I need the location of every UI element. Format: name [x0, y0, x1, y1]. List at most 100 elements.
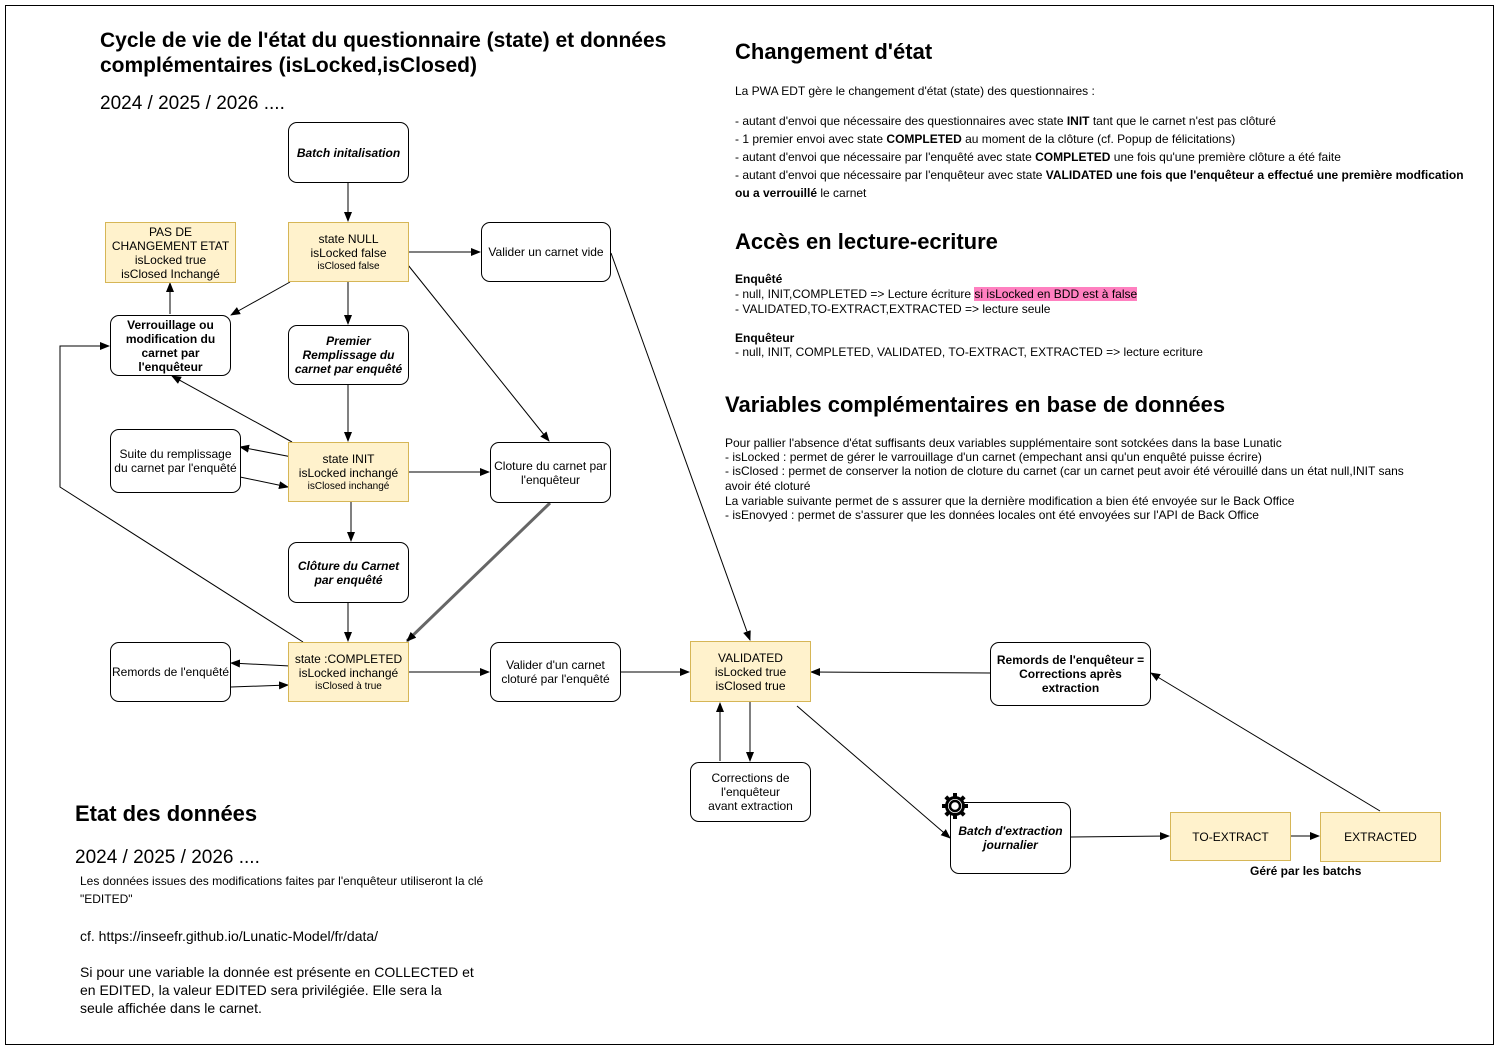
changement-bullet-4-cont: ou a verrouillé le carnet: [735, 186, 867, 200]
node-remords-enqueteur: Remords de l'enquêteur = Corrections apr…: [990, 642, 1151, 706]
node-label: Valider un carnet vide: [488, 245, 604, 259]
arrow-completed-to-verrouillage: [59, 342, 304, 643]
etat-donnees-link: cf. https://inseefr.github.io/Lunatic-Mo…: [80, 928, 379, 944]
node-label: par enquêté: [314, 572, 383, 587]
node-label: isClosed inchangé: [307, 480, 390, 492]
etat-donnees-p3-line2: en EDITED, la valeur EDITED sera privilé…: [80, 982, 442, 998]
arrow-init-to-verrouillage: [171, 375, 293, 443]
node-label: Remords de l'enquêté: [111, 665, 230, 679]
node-label: PAS DE: [148, 224, 193, 239]
node-label: isLocked false: [310, 245, 387, 260]
etat-donnees-years: 2024 / 2025 / 2026 ....: [75, 847, 260, 868]
node-corrections-enqueteur: Corrections de l'enquêteur avant extract…: [690, 762, 811, 822]
node-validated: VALIDATED isLocked true isClosed true: [690, 641, 811, 702]
arrow-extracted-to-remords-enqueteur: [1150, 672, 1381, 812]
node-label: carnet par enquêté: [294, 362, 403, 376]
node-label: Premier: [326, 334, 371, 348]
node-label: Remplissage du: [302, 348, 395, 362]
node-cloture-enqueteur: Cloture du carnet par l'enquêteur: [490, 442, 611, 503]
node-pas-de-changement: PAS DE CHANGEMENT ETAT isLocked true isC…: [105, 222, 236, 283]
node-label: extraction: [1041, 681, 1100, 695]
node-state-init: state INIT isLocked inchangé isClosed in…: [288, 442, 409, 502]
lifecycle-title-line1: Cycle de vie de l'état du questionnaire …: [100, 29, 667, 52]
node-label: l'enquêteur: [720, 785, 780, 799]
node-label: Suite du remplissage: [119, 447, 232, 461]
node-label: Batch initalisation: [296, 145, 401, 160]
node-label: l'enquêteur: [520, 472, 580, 487]
node-label: Verrouillage ou: [127, 317, 214, 332]
changement-intro: La PWA EDT gère le changement d'état (st…: [735, 84, 1095, 98]
gear-icon: [942, 793, 968, 819]
acces-enquete-line1: - null, INIT,COMPLETED => Lecture écritu…: [735, 287, 1138, 301]
arrow-null-to-verrouillage: [230, 281, 291, 316]
gere-par-batchs-label: Géré par les batchs: [1250, 864, 1362, 878]
acces-title: Accès en lecture-ecriture: [735, 229, 998, 254]
node-label: journalier: [983, 838, 1038, 852]
node-label: isLocked true: [134, 252, 207, 267]
changement-bullet-4: - autant d'envoi que nécessaire par l'en…: [735, 168, 1464, 182]
variables-line2: - isLocked : permet de gérer le varrouil…: [725, 450, 1262, 464]
acces-enquete-line2: - VALIDATED,TO-EXTRACT,EXTRACTED => lect…: [735, 302, 1051, 316]
node-cloture-enquete: Clôture du Carnet par enquêté: [288, 542, 409, 603]
arrow-null-to-cloture-enqueteur: [407, 264, 550, 442]
node-verrouillage: Verrouillage ou modification du carnet p…: [110, 315, 231, 376]
node-extracted: EXTRACTED: [1320, 812, 1441, 862]
node-label: cloturé par l'enquêté: [501, 672, 610, 686]
arrow-remords-to-completed: [230, 681, 289, 690]
changement-bullet-2: - 1 premier envoi avec state COMPLETED a…: [735, 132, 1236, 146]
acces-highlight: si isLocked en BDD est à false: [974, 287, 1138, 301]
arrow-validated-to-batch: [796, 705, 951, 839]
node-valider-carnet-vide: Valider un carnet vide: [481, 222, 611, 282]
variables-line6: - isEnovyed : permet de s'assurer que le…: [725, 508, 1259, 522]
node-remords-enquete: Remords de l'enquêté: [110, 642, 231, 702]
node-label: TO-EXTRACT: [1192, 829, 1269, 844]
node-label: isClosed true: [715, 678, 786, 693]
node-label: modification du: [125, 331, 216, 346]
etat-donnees-title: Etat des données: [75, 801, 258, 826]
node-label: state INIT: [322, 451, 375, 466]
node-suite-remplissage: Suite du remplissage du carnet par l'enq…: [110, 429, 241, 493]
arrow-valider-vide-to-validated: [610, 252, 751, 641]
node-label: l'enquêteur: [138, 359, 203, 374]
changement-title: Changement d'état: [735, 39, 933, 64]
arrow-batch-to-toextract: [1070, 832, 1170, 841]
node-label: carnet par: [141, 345, 200, 360]
node-label: isClosed Inchangé: [121, 266, 220, 281]
etat-donnees-p1-line1: Les données issues des modifications fai…: [80, 874, 484, 888]
node-label: isClosed false: [317, 260, 380, 272]
node-label: VALIDATED: [718, 650, 783, 665]
node-label: Batch d'extraction: [958, 824, 1063, 838]
lifecycle-title-line2: complémentaires (isLocked,isClosed): [100, 54, 477, 77]
node-label: Corrections après: [1019, 667, 1122, 681]
node-label: isLocked inchangé: [298, 465, 399, 480]
acces-enqueteur-line1: - null, INIT, COMPLETED, VALIDATED, TO-E…: [735, 345, 1203, 359]
acces-enqueteur-label: Enquêteur: [735, 331, 795, 345]
node-label: du carnet par l'enquêté: [114, 461, 237, 475]
node-label: state NULL: [318, 231, 379, 246]
node-batch-initialisation: Batch initalisation: [288, 122, 409, 183]
variables-line1: Pour pallier l'absence d'état suffisants…: [725, 436, 1282, 450]
variables-title: Variables complémentaires en base de don…: [725, 392, 1226, 417]
node-to-extract: TO-EXTRACT: [1170, 812, 1291, 861]
changement-bullet-1: - autant d'envoi que nécessaire des ques…: [735, 114, 1276, 128]
lifecycle-years: 2024 / 2025 / 2026 ....: [100, 93, 285, 114]
variables-line4: avoir été cloturé: [725, 479, 811, 493]
etat-donnees-p1-line2: "EDITED": [80, 892, 133, 906]
page-frame: [5, 5, 1494, 1045]
node-label: Remords de l'enquêteur =: [996, 653, 1145, 667]
arrow-cloture-enqueteur-to-completed: [405, 501, 552, 643]
node-valider-carnet-cloture: Valider d'un carnet cloturé par l'enquêt…: [490, 642, 621, 702]
node-label: Clôture du Carnet: [297, 558, 400, 573]
node-label: isLocked inchangé: [298, 665, 399, 680]
changement-bullet-3: - autant d'envoi que nécessaire par l'en…: [735, 150, 1341, 164]
arrow-completed-to-remords: [230, 659, 291, 668]
arrow-suite-to-init: [239, 476, 289, 490]
variables-line5: La variable suivante permet de s assurer…: [725, 494, 1295, 508]
node-state-completed: state :COMPLETED isLocked inchangé isClo…: [288, 642, 409, 702]
acces-enquete-label: Enquêté: [735, 272, 783, 286]
node-batch-extraction: Batch d'extraction journalier: [950, 802, 1071, 874]
node-label: state :COMPLETED: [294, 651, 403, 666]
node-label: Valider d'un carnet: [506, 658, 605, 672]
